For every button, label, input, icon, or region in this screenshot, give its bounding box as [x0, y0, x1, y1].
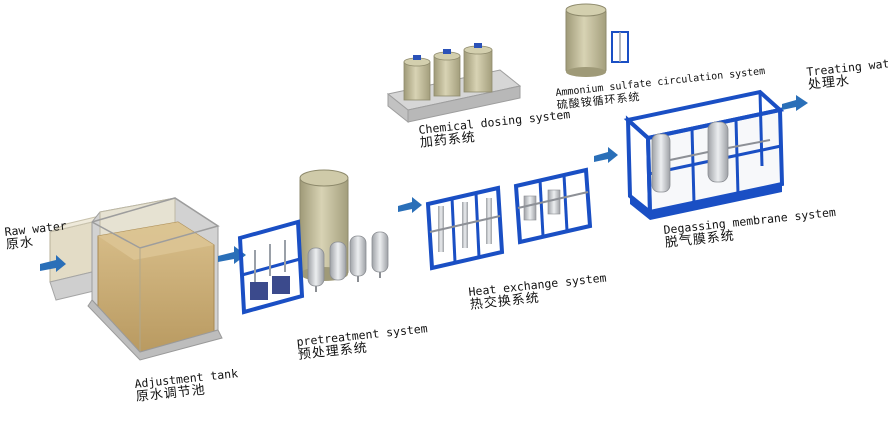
pretreatment-illustration — [237, 169, 389, 315]
raw-water-inlet-arrow — [40, 255, 66, 272]
flow-arrow-4 — [782, 95, 808, 111]
flow-arrow-3 — [594, 147, 618, 163]
heat-exchange-illustration — [425, 167, 593, 271]
flow-arrow-2 — [398, 197, 422, 213]
chemical-dosing-illustration — [386, 43, 522, 124]
degassing-membrane-illustration — [623, 89, 785, 220]
adjustment-tank-illustration — [49, 197, 223, 361]
ammonium-sulfate-illustration — [565, 3, 629, 77]
